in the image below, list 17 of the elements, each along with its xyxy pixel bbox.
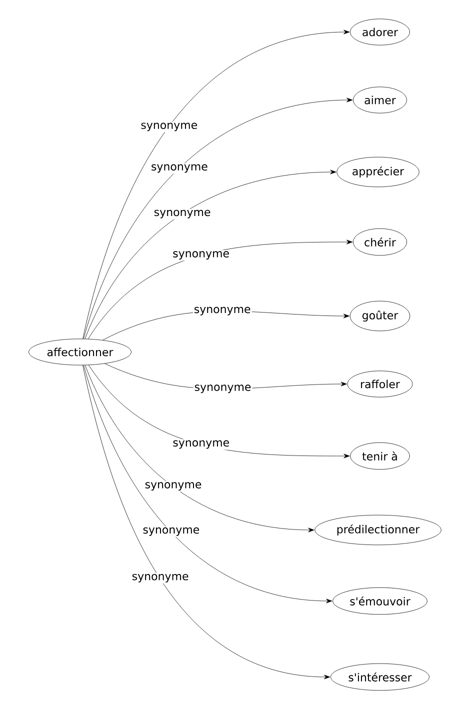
edge-label: synonyme bbox=[150, 163, 209, 174]
edge-label: synonyme bbox=[142, 526, 201, 537]
arrow bbox=[82, 365, 330, 680]
edge-label: synonyme bbox=[172, 439, 231, 450]
arrow bbox=[88, 240, 353, 340]
edge-label: synonyme bbox=[140, 122, 199, 132]
edge-label: synonyme bbox=[193, 384, 252, 394]
arrow bbox=[82, 30, 350, 339]
arrow bbox=[83, 365, 332, 604]
arrow bbox=[84, 365, 314, 532]
edge-label: synonyme bbox=[192, 306, 252, 316]
arrow bbox=[84, 170, 336, 339]
arrow bbox=[83, 98, 353, 339]
edge-label: synonyme bbox=[144, 481, 203, 492]
edge-label: synonyme bbox=[172, 250, 230, 261]
edge-label: synonyme bbox=[152, 208, 212, 220]
edge-label: synonyme bbox=[130, 572, 190, 584]
